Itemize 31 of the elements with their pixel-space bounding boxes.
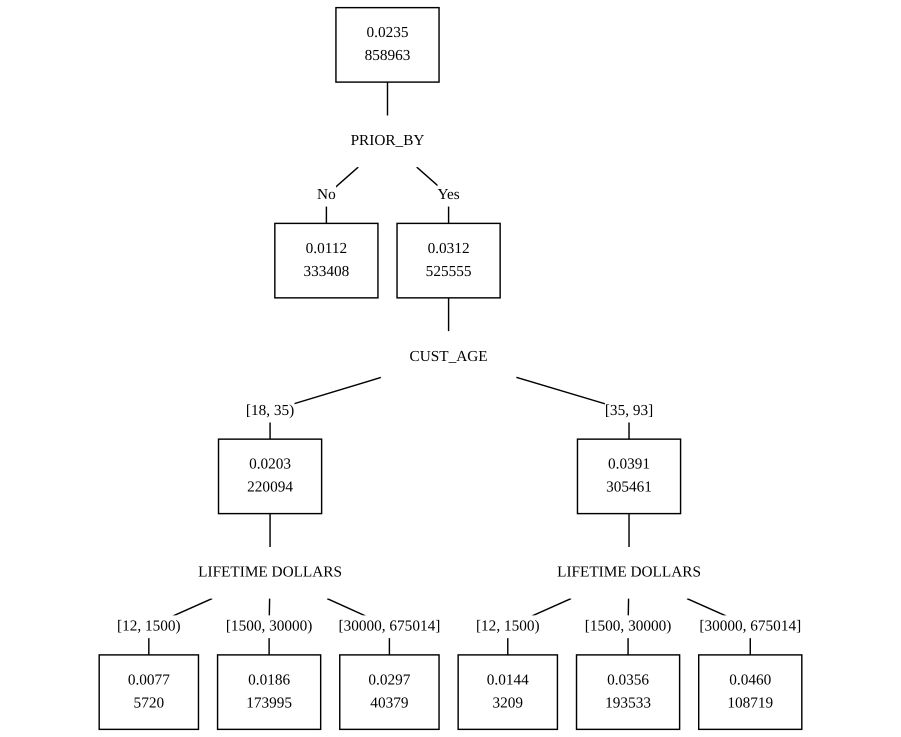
connector [386,82,388,116]
node-box: 0.0112 333408 [274,222,379,299]
node-text: LIFETIME DOLLARS [198,564,342,580]
connector [628,514,630,548]
edge-label: [1500, 30000) [584,618,672,634]
edge-label: [30000, 675014] [699,618,802,634]
node-text: CUST_AGE [410,348,488,365]
node-box: 0.0186 173995 [216,654,322,730]
connector [416,166,450,224]
connector [269,514,271,548]
edge-label: [35, 93] [604,402,654,419]
edge-label: [1500, 30000) [226,618,312,634]
node-text: PRIOR_BY [350,132,424,149]
node-box: 0.0391 305461 [576,438,682,514]
node-box: 0.0144 3209 [457,654,558,730]
edge-label: [30000, 675014] [338,618,440,634]
edge-label: [18, 35) [246,402,294,419]
connector [326,166,359,224]
node-box: 0.0077 5720 [98,654,200,730]
node-box: 0.0235 858963 [335,6,440,83]
node-box: 0.0312 525555 [396,222,501,299]
edge-label: [12, 1500) [117,618,181,634]
edge-label: No [317,186,336,203]
node-box: 0.0203 220094 [218,438,322,514]
node-text: LIFETIME DOLLARS [557,564,701,580]
connector [448,298,450,332]
node-box: 0.0356 193533 [576,654,680,730]
node-box: 0.0460 108719 [698,654,803,730]
edge-label: [12, 1500) [476,618,540,634]
node-box: 0.0297 40379 [339,654,440,730]
edge-label: Yes [437,186,460,203]
